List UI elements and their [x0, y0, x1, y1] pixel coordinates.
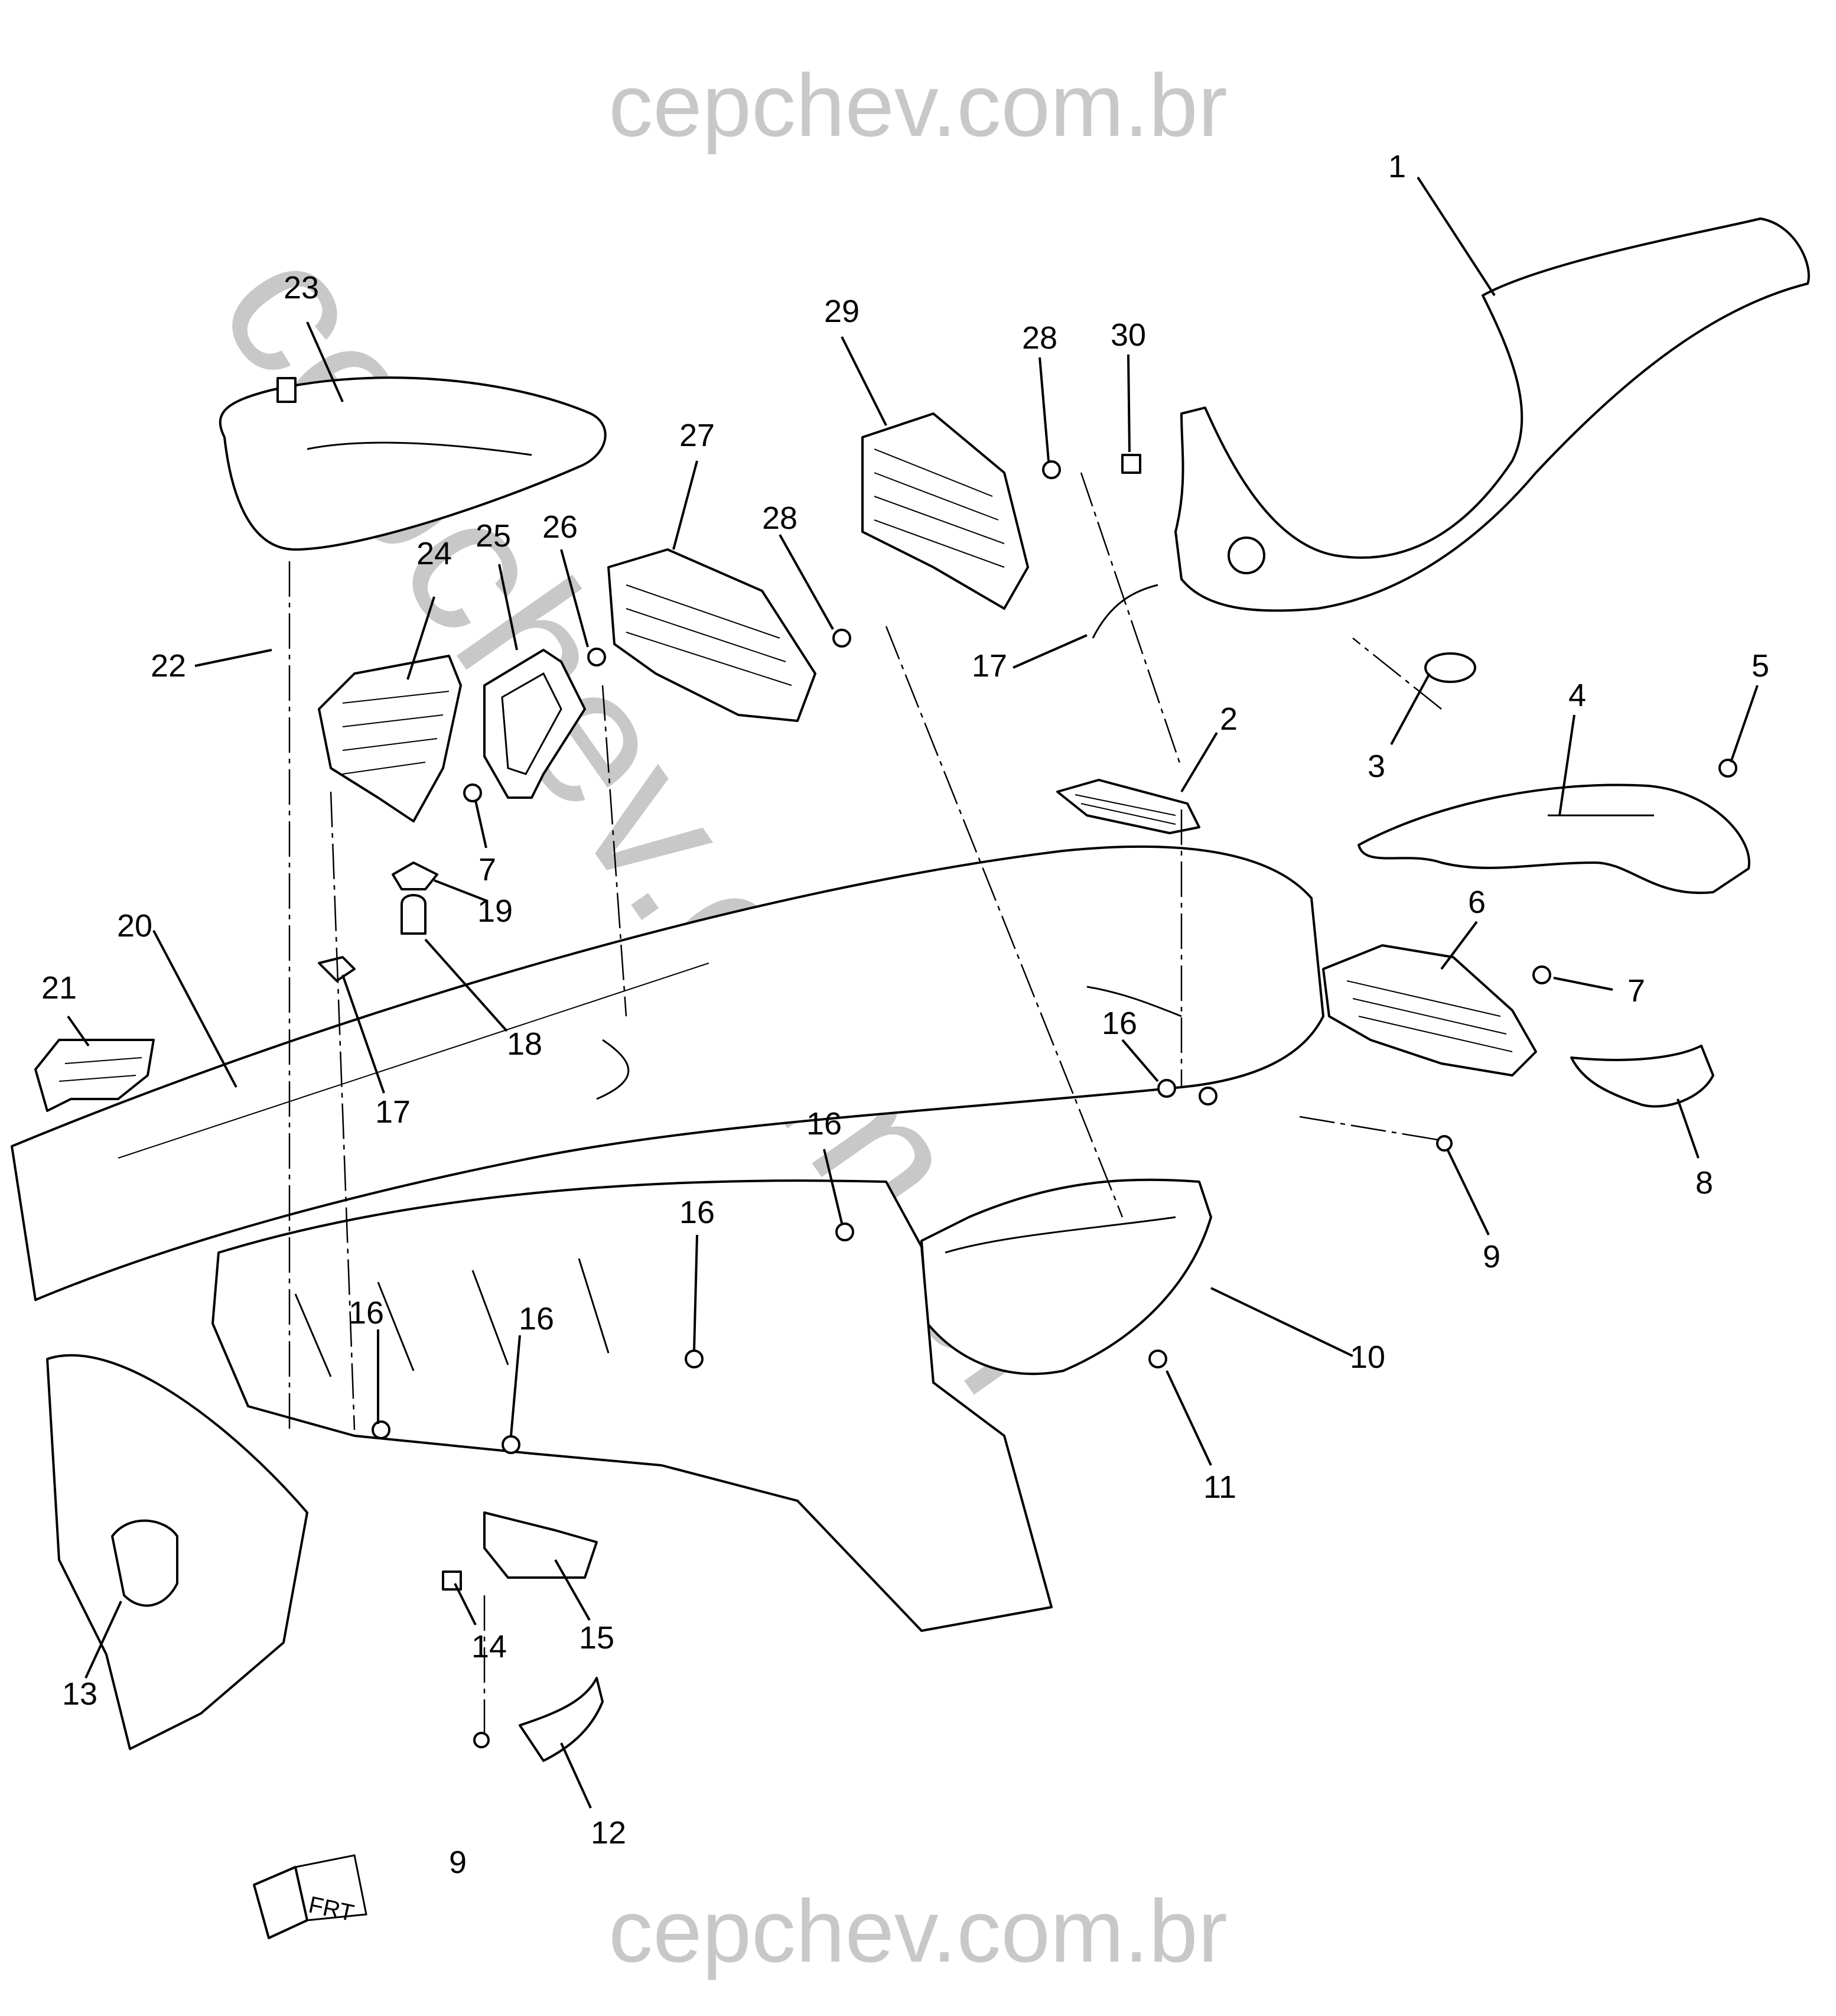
instrument-panel-20: [11, 845, 1324, 1301]
callout-22: 22: [151, 648, 186, 684]
callout-5: 5: [1752, 648, 1769, 684]
alignment-lines: [288, 472, 1442, 1737]
callout-19: 19: [477, 893, 513, 929]
callout-7-right: 7: [1627, 973, 1645, 1009]
trim-12: [519, 1677, 604, 1762]
outer-vent-29: [861, 412, 1029, 610]
callout-28-right: 28: [1022, 320, 1057, 356]
callout-17-right: 17: [972, 648, 1007, 684]
lower-structure: [211, 1179, 1053, 1632]
callout-16-d: 16: [349, 1295, 384, 1331]
callout-13: 13: [62, 1676, 97, 1712]
knee-bracket-15: [483, 1511, 598, 1579]
callout-8: 8: [1695, 1165, 1713, 1201]
callout-26: 26: [542, 509, 578, 545]
cluster-10: [920, 1178, 1212, 1376]
callout-14: 14: [471, 1629, 507, 1664]
callout-23: 23: [284, 270, 319, 305]
front-direction-arrow: FRT: [253, 1854, 367, 1939]
callout-18: 18: [507, 1026, 542, 1062]
callout-17-left: 17: [375, 1094, 411, 1130]
front-indicator-label: FRT: [307, 1892, 356, 1927]
trim-panel-4: [1358, 783, 1750, 895]
callout-30: 30: [1111, 317, 1146, 353]
callout-28-center: 28: [762, 500, 797, 536]
defroster-grille-2: [1056, 779, 1200, 834]
callout-labels: 1 2 3 4 5 6 7 7 8 9 9 10 11 12 13 14 15 …: [41, 149, 1769, 1880]
vent-bezel-25: [483, 649, 586, 799]
callout-21: 21: [41, 970, 77, 1006]
callout-3: 3: [1368, 749, 1385, 784]
callout-1: 1: [1388, 149, 1406, 184]
callout-25: 25: [476, 518, 511, 554]
vent-13: [111, 1519, 178, 1607]
watermark-top: cepchev.com.br: [608, 56, 1228, 155]
callout-11: 11: [1203, 1469, 1236, 1505]
watermark-bottom: cepchev.com.br: [608, 1881, 1228, 1981]
vent-6: [1322, 944, 1537, 1077]
callout-16-a: 16: [1102, 1006, 1137, 1041]
callout-15: 15: [579, 1620, 614, 1656]
callout-27: 27: [679, 418, 715, 453]
callout-16-b: 16: [806, 1106, 842, 1142]
center-vent-27: [607, 548, 816, 722]
callout-29: 29: [824, 294, 860, 329]
callout-9-left: 9: [449, 1845, 467, 1880]
callout-4: 4: [1568, 678, 1586, 713]
callout-24: 24: [416, 536, 452, 571]
callout-9-right: 9: [1483, 1239, 1500, 1274]
callout-20: 20: [117, 908, 152, 944]
callout-7-left: 7: [478, 852, 496, 887]
callout-2: 2: [1220, 701, 1238, 737]
vent-24: [318, 655, 462, 822]
side-vent-21: [34, 1039, 155, 1112]
leader-lines: [67, 176, 1759, 1809]
callout-10: 10: [1350, 1339, 1385, 1375]
callout-12: 12: [591, 1815, 626, 1851]
callout-16-c: 16: [679, 1195, 715, 1230]
callout-6: 6: [1468, 885, 1486, 920]
trim-8: [1570, 1045, 1714, 1108]
callout-16-e: 16: [519, 1301, 554, 1337]
upper-trim-panel-1: [1174, 217, 1810, 612]
